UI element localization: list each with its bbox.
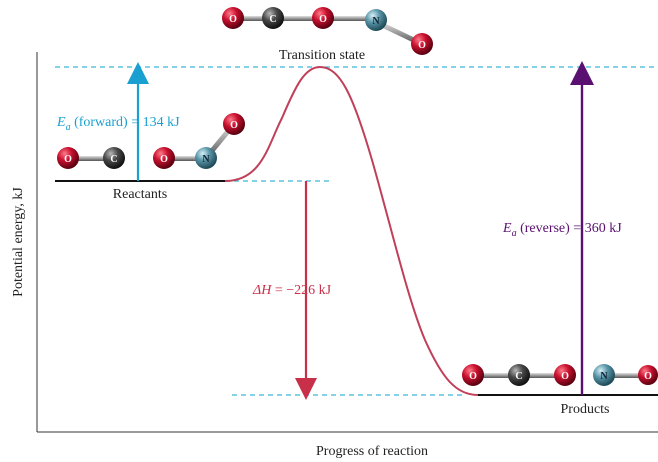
svg-text:O: O: [418, 40, 426, 51]
svg-text:O: O: [229, 14, 237, 25]
svg-text:N: N: [600, 371, 608, 382]
nitrogen-dioxide-molecule: O N O: [153, 113, 245, 169]
svg-text:N: N: [372, 16, 380, 27]
svg-text:N: N: [202, 154, 210, 165]
svg-text:C: C: [515, 371, 522, 382]
nitric-oxide-molecule: N O: [593, 364, 658, 386]
oxygen-atom: O: [153, 147, 175, 169]
svg-text:O: O: [230, 120, 238, 131]
svg-text:O: O: [644, 371, 652, 382]
nitrogen-atom: N: [365, 9, 387, 31]
products-label: Products: [561, 402, 610, 417]
transition-state-molecule: O C O N O: [222, 7, 433, 55]
carbon-atom: C: [508, 364, 530, 386]
reactants-label: Reactants: [113, 187, 167, 202]
svg-text:O: O: [469, 371, 477, 382]
svg-text:O: O: [160, 154, 168, 165]
oxygen-atom: O: [222, 7, 244, 29]
svg-text:C: C: [110, 154, 117, 165]
oxygen-atom: O: [411, 33, 433, 55]
carbon-atom: C: [103, 147, 125, 169]
carbon-monoxide-molecule: O C: [57, 147, 125, 169]
nitrogen-atom: N: [195, 147, 217, 169]
x-axis-label: Progress of reaction: [316, 444, 428, 459]
svg-text:O: O: [319, 14, 327, 25]
oxygen-atom: O: [638, 365, 658, 385]
carbon-dioxide-molecule: O C O: [462, 364, 576, 386]
svg-text:C: C: [269, 14, 276, 25]
oxygen-atom: O: [312, 7, 334, 29]
carbon-atom: C: [262, 7, 284, 29]
svg-text:O: O: [561, 371, 569, 382]
oxygen-atom: O: [554, 364, 576, 386]
ea-forward-label: Ea (forward) = 134 kJ: [56, 115, 180, 133]
reaction-curve: [224, 65, 479, 396]
oxygen-atom: O: [57, 147, 79, 169]
svg-text:O: O: [64, 154, 72, 165]
nitrogen-atom: N: [593, 364, 615, 386]
delta-h-label: ΔH = −226 kJ: [252, 283, 332, 298]
oxygen-atom: O: [462, 364, 484, 386]
y-axis-label: Potential energy, kJ: [11, 187, 26, 297]
ea-reverse-label: Ea (reverse) = 360 kJ: [502, 221, 622, 239]
oxygen-atom: O: [223, 113, 245, 135]
transition-state-label: Transition state: [279, 48, 365, 63]
